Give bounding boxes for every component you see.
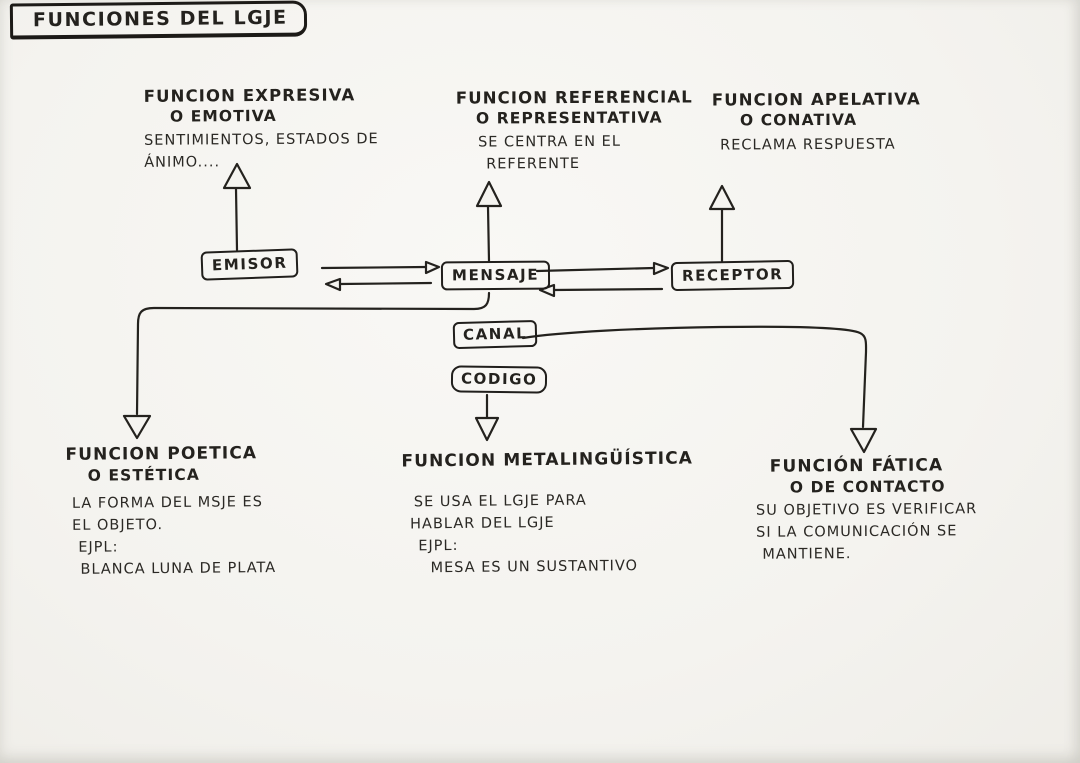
function-desc-line: SI LA COMUNICACIÓN SE [756, 523, 958, 541]
arrow-emisor-expresiva [222, 162, 252, 252]
arrow-receptor-apelativa [708, 184, 736, 263]
function-desc-line: SE CENTRA EN EL [478, 133, 621, 151]
function-block-fatica: FUNCIÓN FÁTICA O DE CONTACTO SU OBJETIVO… [754, 455, 978, 566]
function-desc-line: MANTIENE. [762, 546, 852, 563]
arrow-mensaje-to-receptor [535, 261, 670, 276]
function-desc-line: EL OBJETO. [72, 517, 164, 534]
function-subtitle: O ESTÉTICA [87, 465, 200, 485]
function-desc-line: EJPL: [78, 539, 119, 556]
function-block-referencial: FUNCION REFERENCIAL O REPRESENTATIVA SE … [456, 87, 693, 175]
function-title: FUNCION REFERENCIAL [455, 87, 693, 108]
function-desc-line: HABLAR DEL LGJE [410, 514, 555, 533]
arrow-receptor-to-mensaje [538, 283, 664, 298]
function-desc-line: BLANCA LUNA DE PLATA [80, 560, 277, 578]
function-title: FUNCION EXPRESIVA [143, 85, 356, 106]
function-subtitle: O CONATIVA [739, 110, 858, 130]
function-subtitle: O EMOTIVA [169, 106, 277, 126]
function-block-poetica: FUNCION POETICA O ESTÉTICA LA FORMA DEL … [65, 443, 276, 581]
node-emisor: EMISOR [200, 248, 299, 281]
function-desc-line: LA FORMA DEL MSJE ES [71, 494, 263, 512]
node-canal: CANAL [452, 319, 538, 350]
function-title: FUNCIÓN FÁTICA [769, 455, 944, 477]
arrow-emisor-to-mensaje [320, 260, 441, 275]
node-codigo: CODIGO [450, 365, 548, 394]
function-desc-line: SU OBJETIVO ES VERIFICAR [755, 501, 978, 519]
arrow-mensaje-to-emisor [324, 277, 433, 292]
arrow-mensaje-poetica [122, 291, 491, 440]
function-desc-line: EJPL: [418, 537, 459, 555]
function-subtitle: O REPRESENTATIVA [475, 108, 663, 128]
function-desc-line: SE USA EL LGJE PARA [413, 492, 587, 511]
function-block-expresiva: FUNCION EXPRESIVA O EMOTIVA SENTIMIENTOS… [144, 85, 379, 174]
function-subtitle: O DE CONTACTO [789, 477, 946, 497]
page-title: FUNCIONES DEL LGJE [9, 0, 307, 40]
function-desc-line: ÁNIMO.... [144, 154, 221, 171]
function-desc-line: SENTIMIENTOS, ESTADOS DE [144, 131, 379, 149]
function-block-metalinguistica: FUNCION METALINGÜÍSTICA SE USA EL LGJE P… [401, 448, 694, 579]
function-title: FUNCION POETICA [65, 443, 258, 465]
function-desc-line: RECLAMA RESPUESTA [720, 136, 896, 154]
arrow-canal-fatica [521, 325, 878, 454]
function-title: FUNCION APELATIVA [711, 89, 921, 110]
node-mensaje: MENSAJE [440, 260, 551, 291]
arrow-codigo-metalinguistica [474, 393, 500, 442]
arrow-mensaje-referencial [475, 180, 503, 263]
function-desc-line: MESA ES UN SUSTANTIVO [430, 558, 639, 577]
function-desc-line: REFERENTE [486, 155, 581, 173]
function-title: FUNCION METALINGÜÍSTICA [401, 448, 694, 472]
node-receptor: RECEPTOR [670, 259, 795, 292]
function-block-apelativa: FUNCION APELATIVA O CONATIVA RECLAMA RES… [712, 89, 921, 156]
